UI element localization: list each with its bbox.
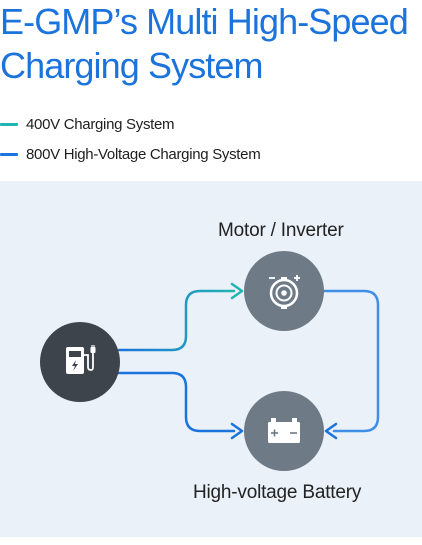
- ev-charger-icon: [66, 345, 96, 374]
- motor-inverter-label: Motor / Inverter: [218, 220, 344, 241]
- battery-icon: [268, 418, 300, 443]
- battery-label: High-voltage Battery: [193, 482, 362, 503]
- flow-800v-motor-to-battery: [322, 289, 380, 433]
- page-title: E-GMP’s Multi High-Speed Charging System: [0, 0, 422, 88]
- legend-label-800v: 800V High-Voltage Charging System: [26, 145, 261, 163]
- diagram-canvas: [40, 251, 380, 471]
- arrowhead-battery-right: [324, 422, 338, 440]
- charging-diagram: Motor / Inverter High-voltage Battery: [0, 181, 422, 537]
- arrowhead-battery-left: [230, 422, 244, 440]
- legend-label-400v: 400V Charging System: [26, 115, 175, 133]
- motor-node: [244, 251, 324, 331]
- arrowhead-motor: [230, 282, 244, 300]
- motor-icon: [269, 275, 300, 309]
- flow-800v-charger-to-battery: [117, 371, 236, 433]
- legend-swatch-800v: [0, 152, 18, 156]
- charger-node: [40, 322, 120, 402]
- title-line-2: Charging System: [0, 45, 264, 86]
- battery-node: [244, 391, 324, 471]
- flow-400v-charger-to-motor: [117, 289, 236, 352]
- legend-item-800v: 800V High-Voltage Charging System: [0, 142, 422, 166]
- legend-item-400v: 400V Charging System: [0, 112, 422, 136]
- legend-swatch-400v: [0, 122, 18, 126]
- title-line-1: E-GMP’s Multi High-Speed: [0, 1, 409, 42]
